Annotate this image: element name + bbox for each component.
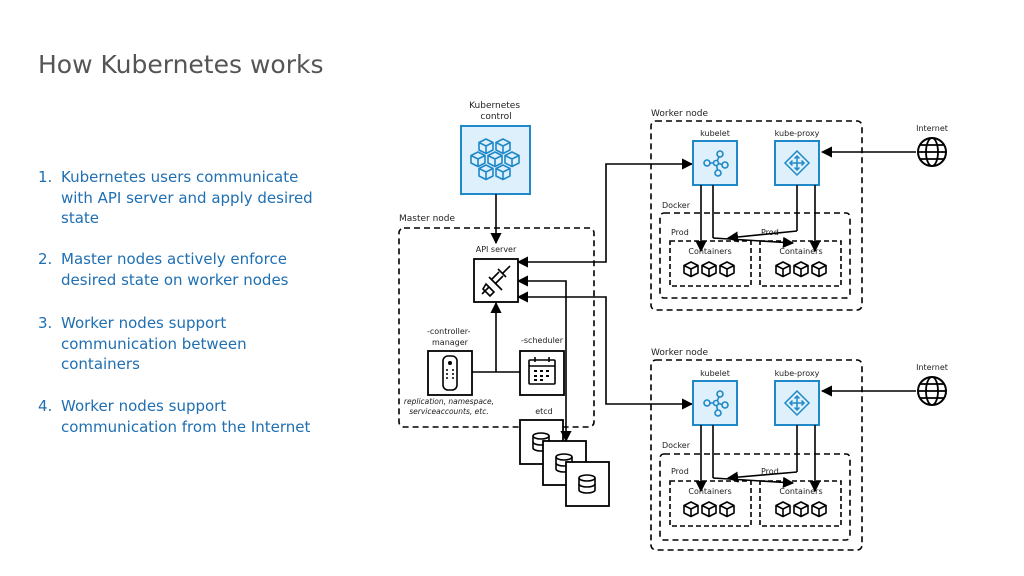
- container-icons: [683, 501, 827, 518]
- pod-box: [669, 240, 752, 287]
- pod-to-pod-arrow: [712, 236, 795, 248]
- proxy-to-pod-arrow: [726, 471, 798, 483]
- remote-icon: [442, 355, 458, 391]
- container-icons: [683, 261, 827, 278]
- prod-label: Prod: [761, 467, 779, 476]
- docker-box: [659, 212, 851, 299]
- worker-node-label: Worker node: [651, 348, 708, 358]
- pod-box: [669, 480, 752, 527]
- master-node-label: Master node: [399, 214, 456, 224]
- kube-proxy-label: kube-proxy: [775, 129, 820, 138]
- step-text: Worker nodes support communication betwe…: [61, 314, 247, 373]
- containers-label: Containers: [779, 247, 822, 256]
- prod-label: Prod: [761, 228, 779, 237]
- controller-manager-box: [427, 350, 473, 396]
- docker-box: [659, 453, 851, 541]
- docker-label: Docker: [662, 441, 691, 450]
- api-server-label: API server: [476, 245, 517, 254]
- worker-node: Worker node kubelet kube-proxy Internet …: [650, 109, 948, 311]
- etcd-label: etcd: [535, 407, 553, 416]
- step-text: Worker nodes support communication from …: [61, 397, 311, 436]
- master-node-box: [398, 227, 595, 428]
- etcd-stack: [519, 419, 610, 507]
- proxy-to-pod-arrow: [726, 230, 798, 243]
- step-number: 4.: [38, 397, 53, 415]
- prod-label: Prod: [671, 228, 689, 237]
- step-text: Master nodes actively enforce desired st…: [61, 250, 289, 289]
- containers-label: Containers: [688, 487, 731, 496]
- api-worker2-arrow: [516, 291, 694, 410]
- containers-label: Containers: [779, 487, 822, 496]
- kubelet-label: kubelet: [700, 129, 730, 138]
- globe-icon: [917, 137, 947, 167]
- step-number: 1.: [38, 168, 53, 186]
- worker-node-box: [650, 120, 863, 311]
- scheduler-box: [519, 350, 565, 396]
- step-number: 3.: [38, 314, 53, 332]
- kubelet-box: [692, 140, 738, 186]
- worker-node: Worker node kubelet kube-proxy Internet …: [650, 348, 948, 551]
- docker-label: Docker: [662, 201, 691, 210]
- worker-node-box: [650, 359, 863, 551]
- k8s-control-label: Kubernetes control: [469, 101, 523, 122]
- containers-label: Containers: [688, 247, 731, 256]
- controller-note: replication, namespace,serviceaccounts, …: [404, 397, 494, 416]
- api-worker1-arrow: [516, 158, 694, 268]
- pod-box: [759, 480, 842, 527]
- pod-to-pod-arrow: [712, 476, 795, 488]
- step-text: Kubernetes users communicate with API se…: [61, 168, 313, 227]
- plug-icon: [481, 265, 511, 298]
- page-title: How Kubernetes works: [38, 50, 324, 79]
- kubelet-box: [692, 380, 738, 426]
- kube-proxy-label: kube-proxy: [775, 369, 820, 378]
- api-server-box: [473, 258, 519, 303]
- globe-icon: [917, 376, 947, 406]
- controller-manager-label: -controller- manager: [427, 327, 473, 347]
- internet-label: Internet: [916, 124, 948, 133]
- kubelet-label: kubelet: [700, 369, 730, 378]
- pod-box: [759, 240, 842, 287]
- scheduler-label: -scheduler: [521, 336, 564, 345]
- step-number: 2.: [38, 250, 53, 268]
- worker-node-label: Worker node: [651, 109, 708, 119]
- internet-label: Internet: [916, 363, 948, 372]
- prod-label: Prod: [671, 467, 689, 476]
